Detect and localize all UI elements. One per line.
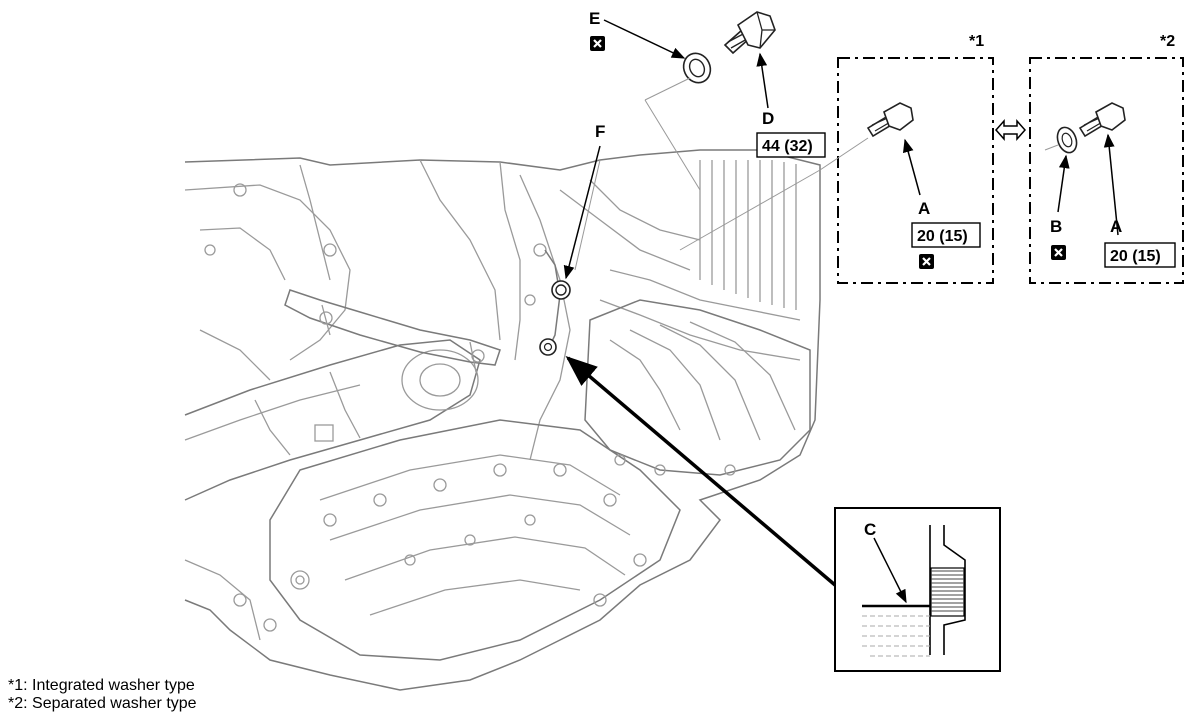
inset-marker-1: *1 bbox=[969, 33, 984, 50]
inset-separated-washer bbox=[1029, 57, 1184, 284]
label-d: D bbox=[762, 109, 774, 128]
label-a-integrated: A bbox=[918, 199, 930, 218]
replace-part-icon bbox=[917, 252, 936, 271]
label-e: E bbox=[589, 9, 600, 28]
torque-bolt-separated: 20 (15) bbox=[1110, 248, 1161, 265]
washer-b bbox=[1056, 126, 1078, 154]
torque-drain-plug: 44 (32) bbox=[762, 138, 813, 155]
label-b: B bbox=[1050, 217, 1062, 236]
label-a-separated: A bbox=[1110, 217, 1122, 236]
footnote-separated-washer: *2: Separated washer type bbox=[8, 695, 197, 712]
inset-fluid-level-detail bbox=[834, 507, 1001, 672]
transmission-illustration bbox=[184, 149, 821, 691]
inset-marker-2: *2 bbox=[1160, 33, 1175, 50]
footnote-integrated-washer: *1: Integrated washer type bbox=[8, 677, 195, 694]
replace-part-icon bbox=[1049, 243, 1068, 262]
label-f: F bbox=[595, 122, 605, 141]
torque-bolt-integrated: 20 (15) bbox=[917, 228, 968, 245]
label-c: C bbox=[864, 520, 876, 539]
bolt-a-separated bbox=[1078, 102, 1126, 138]
washer-e bbox=[682, 52, 712, 84]
double-arrow-icon bbox=[994, 119, 1027, 141]
inset-integrated-washer bbox=[819, 57, 994, 284]
bolt-a-integrated bbox=[866, 102, 914, 138]
replace-part-icon bbox=[588, 34, 607, 53]
drain-plug-d bbox=[723, 11, 776, 55]
